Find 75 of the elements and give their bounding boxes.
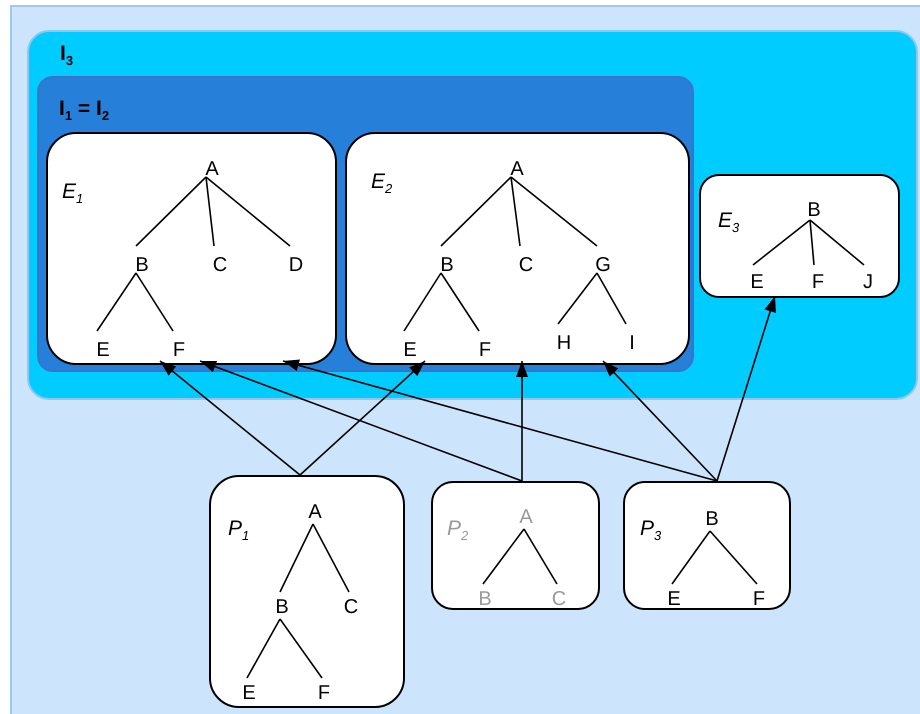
set-region: [37, 76, 694, 372]
tree-branch-line: [709, 530, 758, 585]
set-label: I$_{1}$ = I$_{2}$: [59, 97, 110, 126]
tree-node-label: E: [746, 270, 768, 294]
set-label: E$_{3}$: [718, 209, 740, 238]
tree-node-label: B: [271, 595, 293, 619]
tree-branch-line: [205, 176, 215, 246]
tree-card: [46, 132, 337, 365]
set-region: [27, 30, 918, 400]
tree-branch-line: [809, 220, 815, 266]
tree-node-label: A: [304, 500, 326, 524]
tree-branch-line: [279, 618, 323, 678]
tree-branch-line: [96, 272, 137, 332]
tree-branch-line: [440, 176, 512, 247]
tree-card: [623, 481, 791, 610]
tree-node-label: B: [474, 587, 496, 611]
tree-node-label: F: [474, 338, 496, 362]
tree-branch-line: [440, 272, 480, 332]
tree-branch-line: [279, 524, 314, 592]
tree-node-label: D: [285, 253, 307, 277]
tree-node-label: H: [553, 331, 575, 355]
tree-branch-line: [809, 219, 865, 266]
arrow: [282, 359, 718, 482]
tree-branch-line: [135, 176, 207, 247]
tree-node-label: I: [621, 331, 643, 355]
arrow: [160, 360, 300, 476]
tree-branch-line: [403, 272, 442, 332]
tree-branch-line: [482, 528, 525, 584]
set-label: P$_{2}$: [447, 517, 468, 546]
arrow: [716, 296, 776, 482]
set-label: P$_{3}$: [640, 517, 662, 546]
tree-branch-line: [752, 219, 810, 266]
tree-node-label: A: [201, 157, 223, 181]
tree-node-label: F: [748, 587, 770, 611]
set-label: P$_{1}$: [228, 517, 250, 546]
tree-branch-line: [312, 524, 350, 592]
tree-node-label: F: [168, 338, 190, 362]
tree-node-label: A: [515, 505, 537, 529]
tree-node-label: C: [209, 253, 231, 277]
tree-card: [431, 481, 600, 610]
tree-branch-line: [671, 530, 711, 584]
tree-branch-line: [510, 176, 521, 246]
tree-node-label: E: [399, 338, 421, 362]
tree-node-label: G: [592, 253, 614, 277]
tree-node-label: C: [515, 253, 537, 277]
tree-card: [209, 475, 405, 708]
tree-node-label: E: [663, 587, 685, 611]
tree-node-label: B: [436, 253, 458, 277]
tree-branch-line: [246, 618, 281, 678]
tree-node-label: B: [131, 253, 153, 277]
set-label: I$_{3}$: [60, 42, 74, 70]
arrow: [602, 360, 718, 482]
tree-node-label: E: [92, 338, 114, 362]
tree-node-label: B: [803, 198, 825, 222]
tree-branch-line: [596, 272, 627, 324]
tree-branch-line: [510, 176, 598, 247]
tree-node-label: F: [807, 270, 829, 294]
tree-node-label: J: [857, 270, 879, 294]
tree-branch-line: [557, 272, 598, 324]
tree-branch-line: [135, 272, 174, 332]
tree-card: [699, 174, 900, 298]
tree-node-label: F: [313, 681, 335, 705]
set-label: E$_{1}$: [62, 180, 84, 208]
tree-node-label: A: [506, 157, 528, 181]
set-label: E$_{2}$: [371, 170, 392, 198]
tree-branch-line: [206, 176, 290, 247]
tree-node-label: B: [701, 507, 723, 531]
tree-node-label: C: [340, 595, 362, 619]
arrow: [200, 360, 522, 482]
arrow: [516, 361, 528, 481]
tree-card: [345, 132, 690, 365]
tree-node-label: E: [238, 681, 260, 705]
arrow: [299, 360, 426, 476]
tree-node-label: C: [548, 587, 570, 611]
tree-branch-line: [523, 528, 558, 584]
